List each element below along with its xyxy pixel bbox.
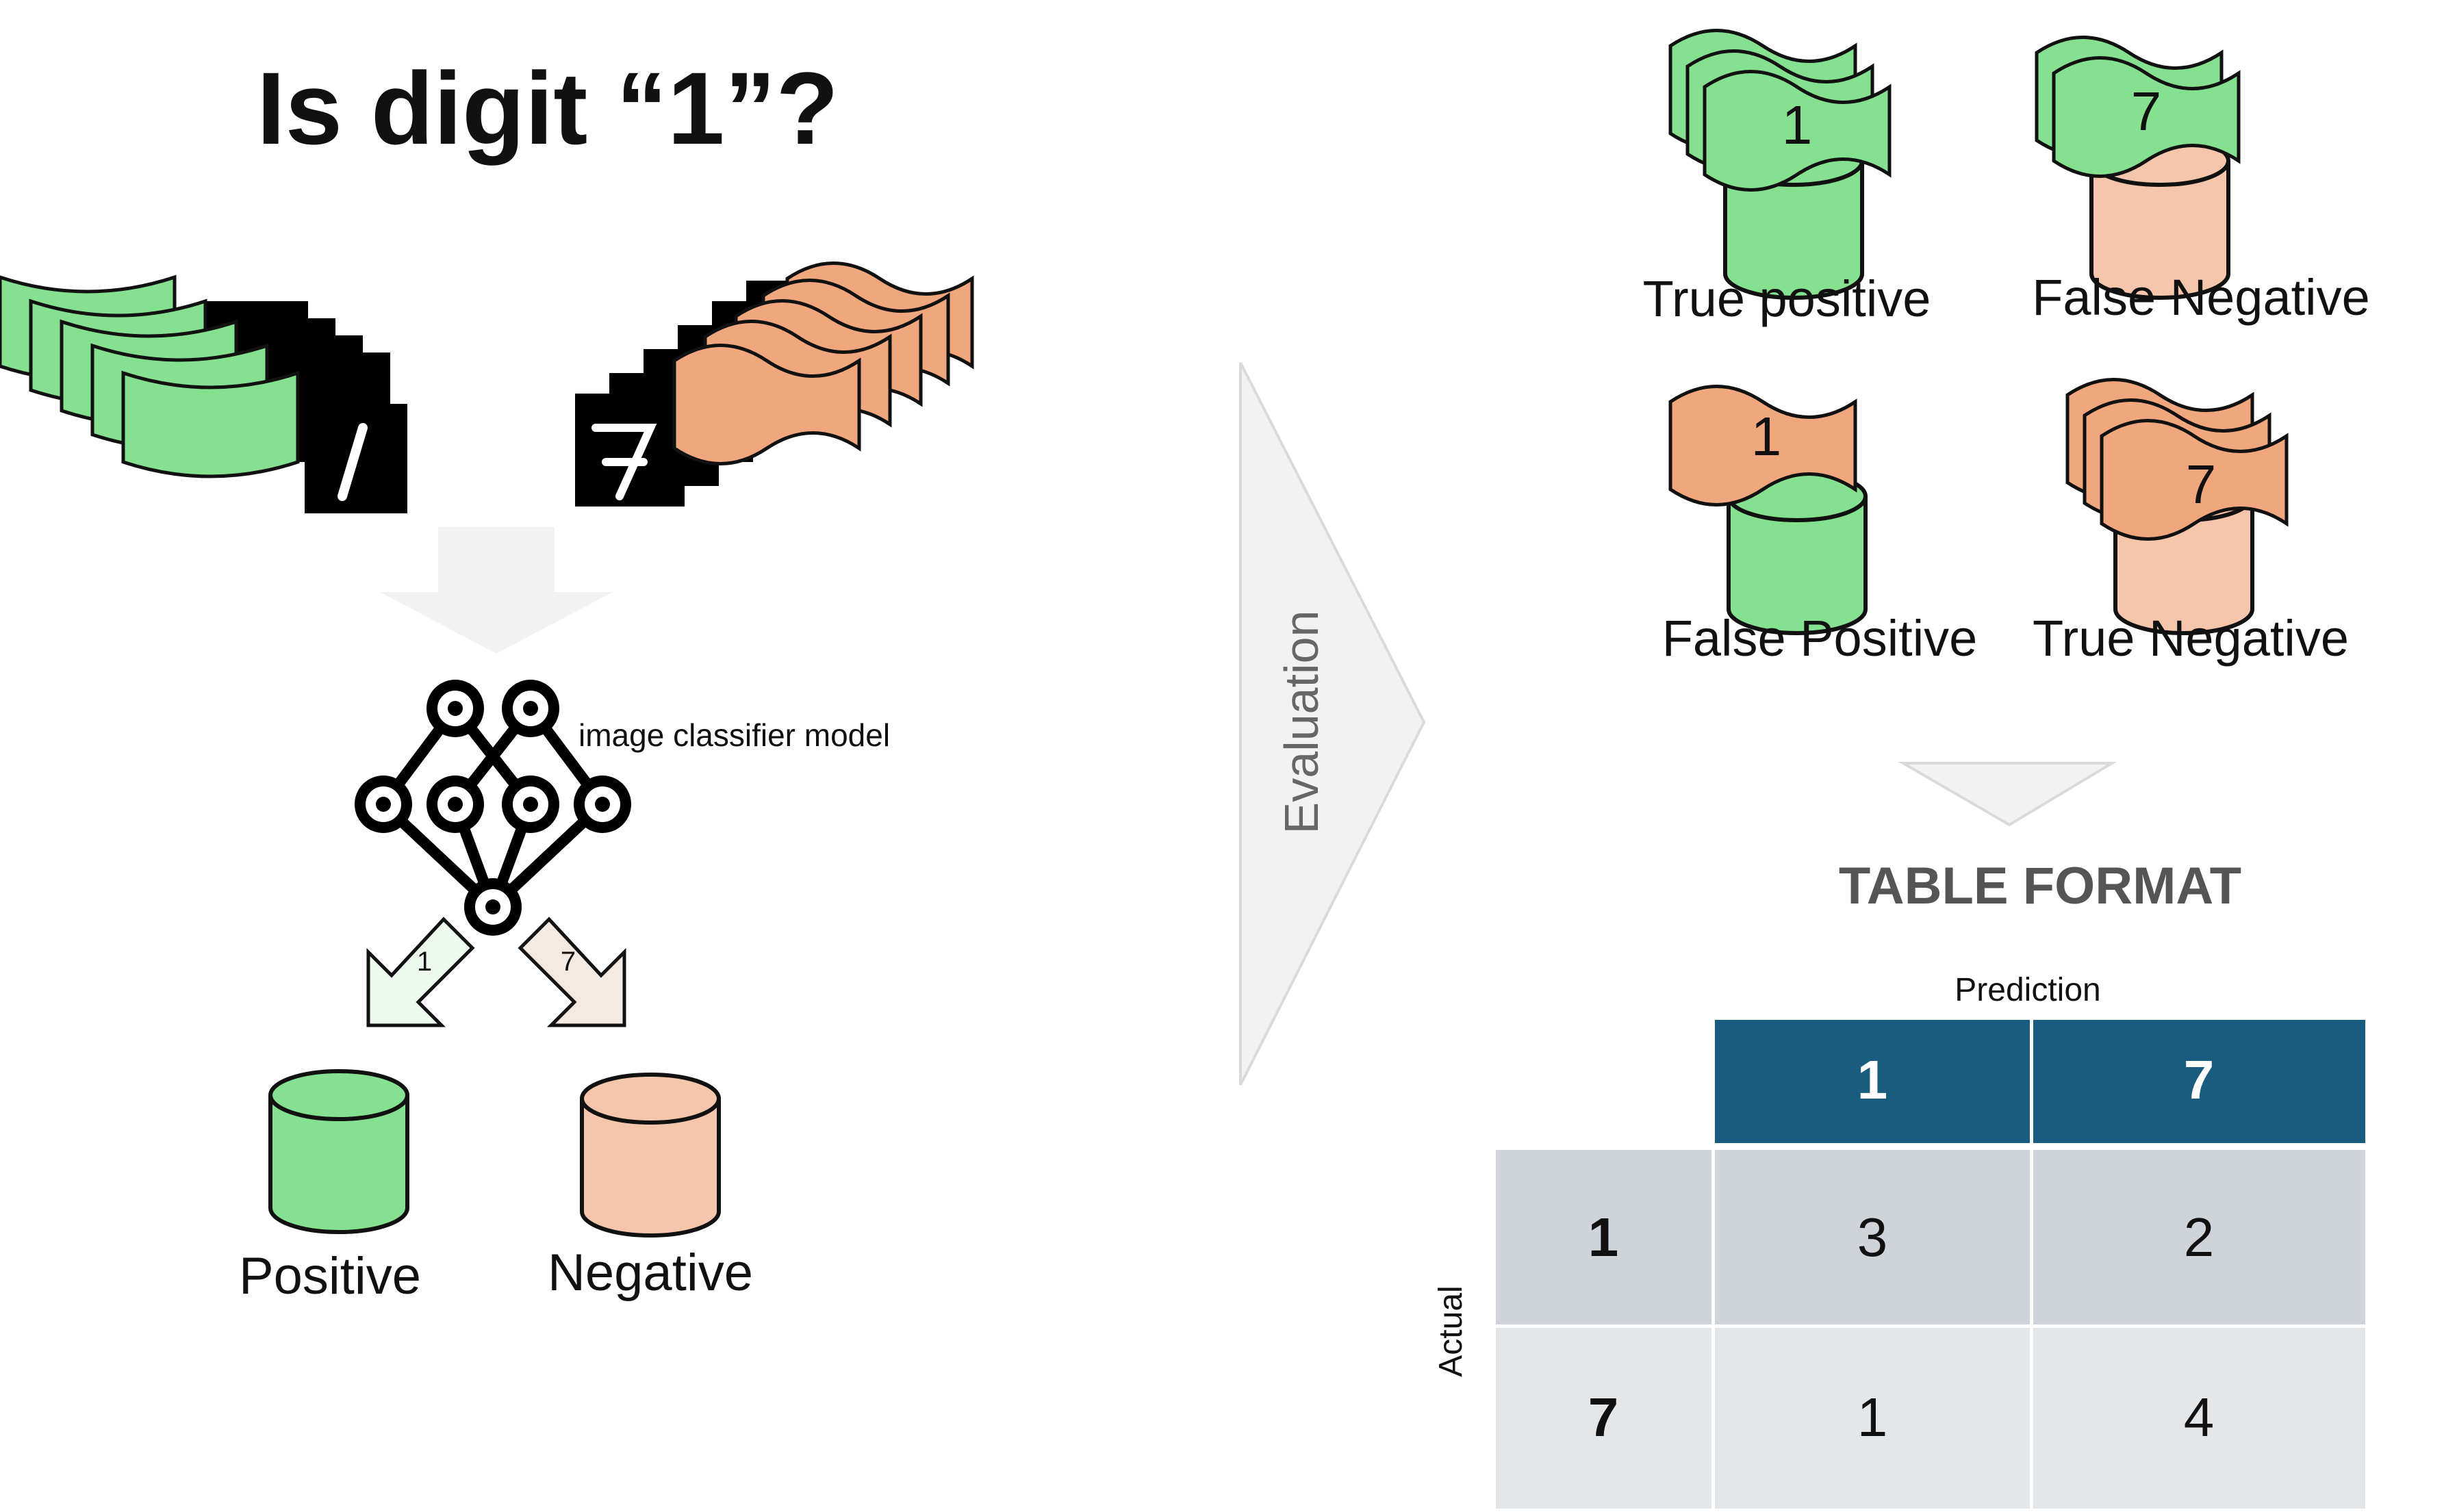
col-header-7: 7 [2184, 1049, 2215, 1110]
true-negative-icon: 7 [2067, 380, 2287, 634]
false-positive-icon: 1 [1670, 387, 1868, 634]
negative-label: Negative [548, 1244, 753, 1302]
fn-label: False Negative [2032, 269, 2370, 326]
cell-value-7-1: 1 [1857, 1387, 1888, 1448]
actual-label: Actual [1433, 1285, 1469, 1376]
row-header-1: 1 [1588, 1207, 1619, 1268]
cell-value-1-7: 2 [2184, 1207, 2215, 1268]
evaluation-label: Evaluation [1275, 611, 1328, 834]
cell-7-7 [2033, 1328, 2365, 1509]
row-header-cell-1 [1496, 1150, 1711, 1324]
positive-label: Positive [239, 1247, 421, 1305]
col-header-cell-1 [1715, 1020, 2030, 1143]
tp-digit: 1 [1782, 94, 1813, 155]
arrow-to-positive: 1 [366, 917, 475, 1027]
true-positive-icon: 1 [1670, 31, 1889, 298]
cell-1-7 [2033, 1150, 2365, 1324]
fp-label: False Positive [1662, 610, 1978, 667]
tn-label: True Negative [2033, 610, 2349, 667]
arrow-left-label: 1 [417, 947, 432, 977]
cell-value-7-7: 4 [2184, 1387, 2215, 1448]
cell-value-1-1: 3 [1857, 1207, 1888, 1268]
false-negative-icon: 7 [2037, 38, 2239, 298]
down-arrow [380, 527, 613, 654]
evaluation-arrow [1239, 362, 1426, 1086]
col-header-cell-7 [2033, 1020, 2365, 1143]
cell-7-1 [1715, 1328, 2030, 1509]
negative-cylinder [580, 1073, 721, 1235]
col-header-1: 1 [1857, 1049, 1888, 1110]
positive-cylinder [268, 1069, 409, 1232]
fp-digit: 1 [1751, 406, 1782, 467]
tp-label: True positive [1643, 270, 1931, 327]
table-down-arrow [1898, 762, 2117, 827]
title: Is digit “1”? [257, 51, 839, 166]
neural-network-icon [355, 680, 631, 936]
tn-digit: 7 [2186, 454, 2217, 515]
row-header-7: 7 [1588, 1387, 1619, 1448]
table-title: TABLE FORMAT [1839, 857, 2241, 915]
arrow-to-negative: 7 [518, 917, 626, 1027]
model-label: image classifier model [578, 717, 890, 753]
negative-input-stack [575, 264, 972, 507]
confusion-matrix-table: 1 7 1 3 2 7 1 4 [1496, 1020, 2365, 1509]
arrow-right-label: 7 [561, 947, 576, 977]
row-header-cell-7 [1496, 1328, 1711, 1509]
fn-digit: 7 [2131, 81, 2162, 142]
cell-1-1 [1715, 1150, 2030, 1324]
prediction-label: Prediction [1955, 972, 2100, 1008]
positive-input-stack [0, 277, 407, 513]
